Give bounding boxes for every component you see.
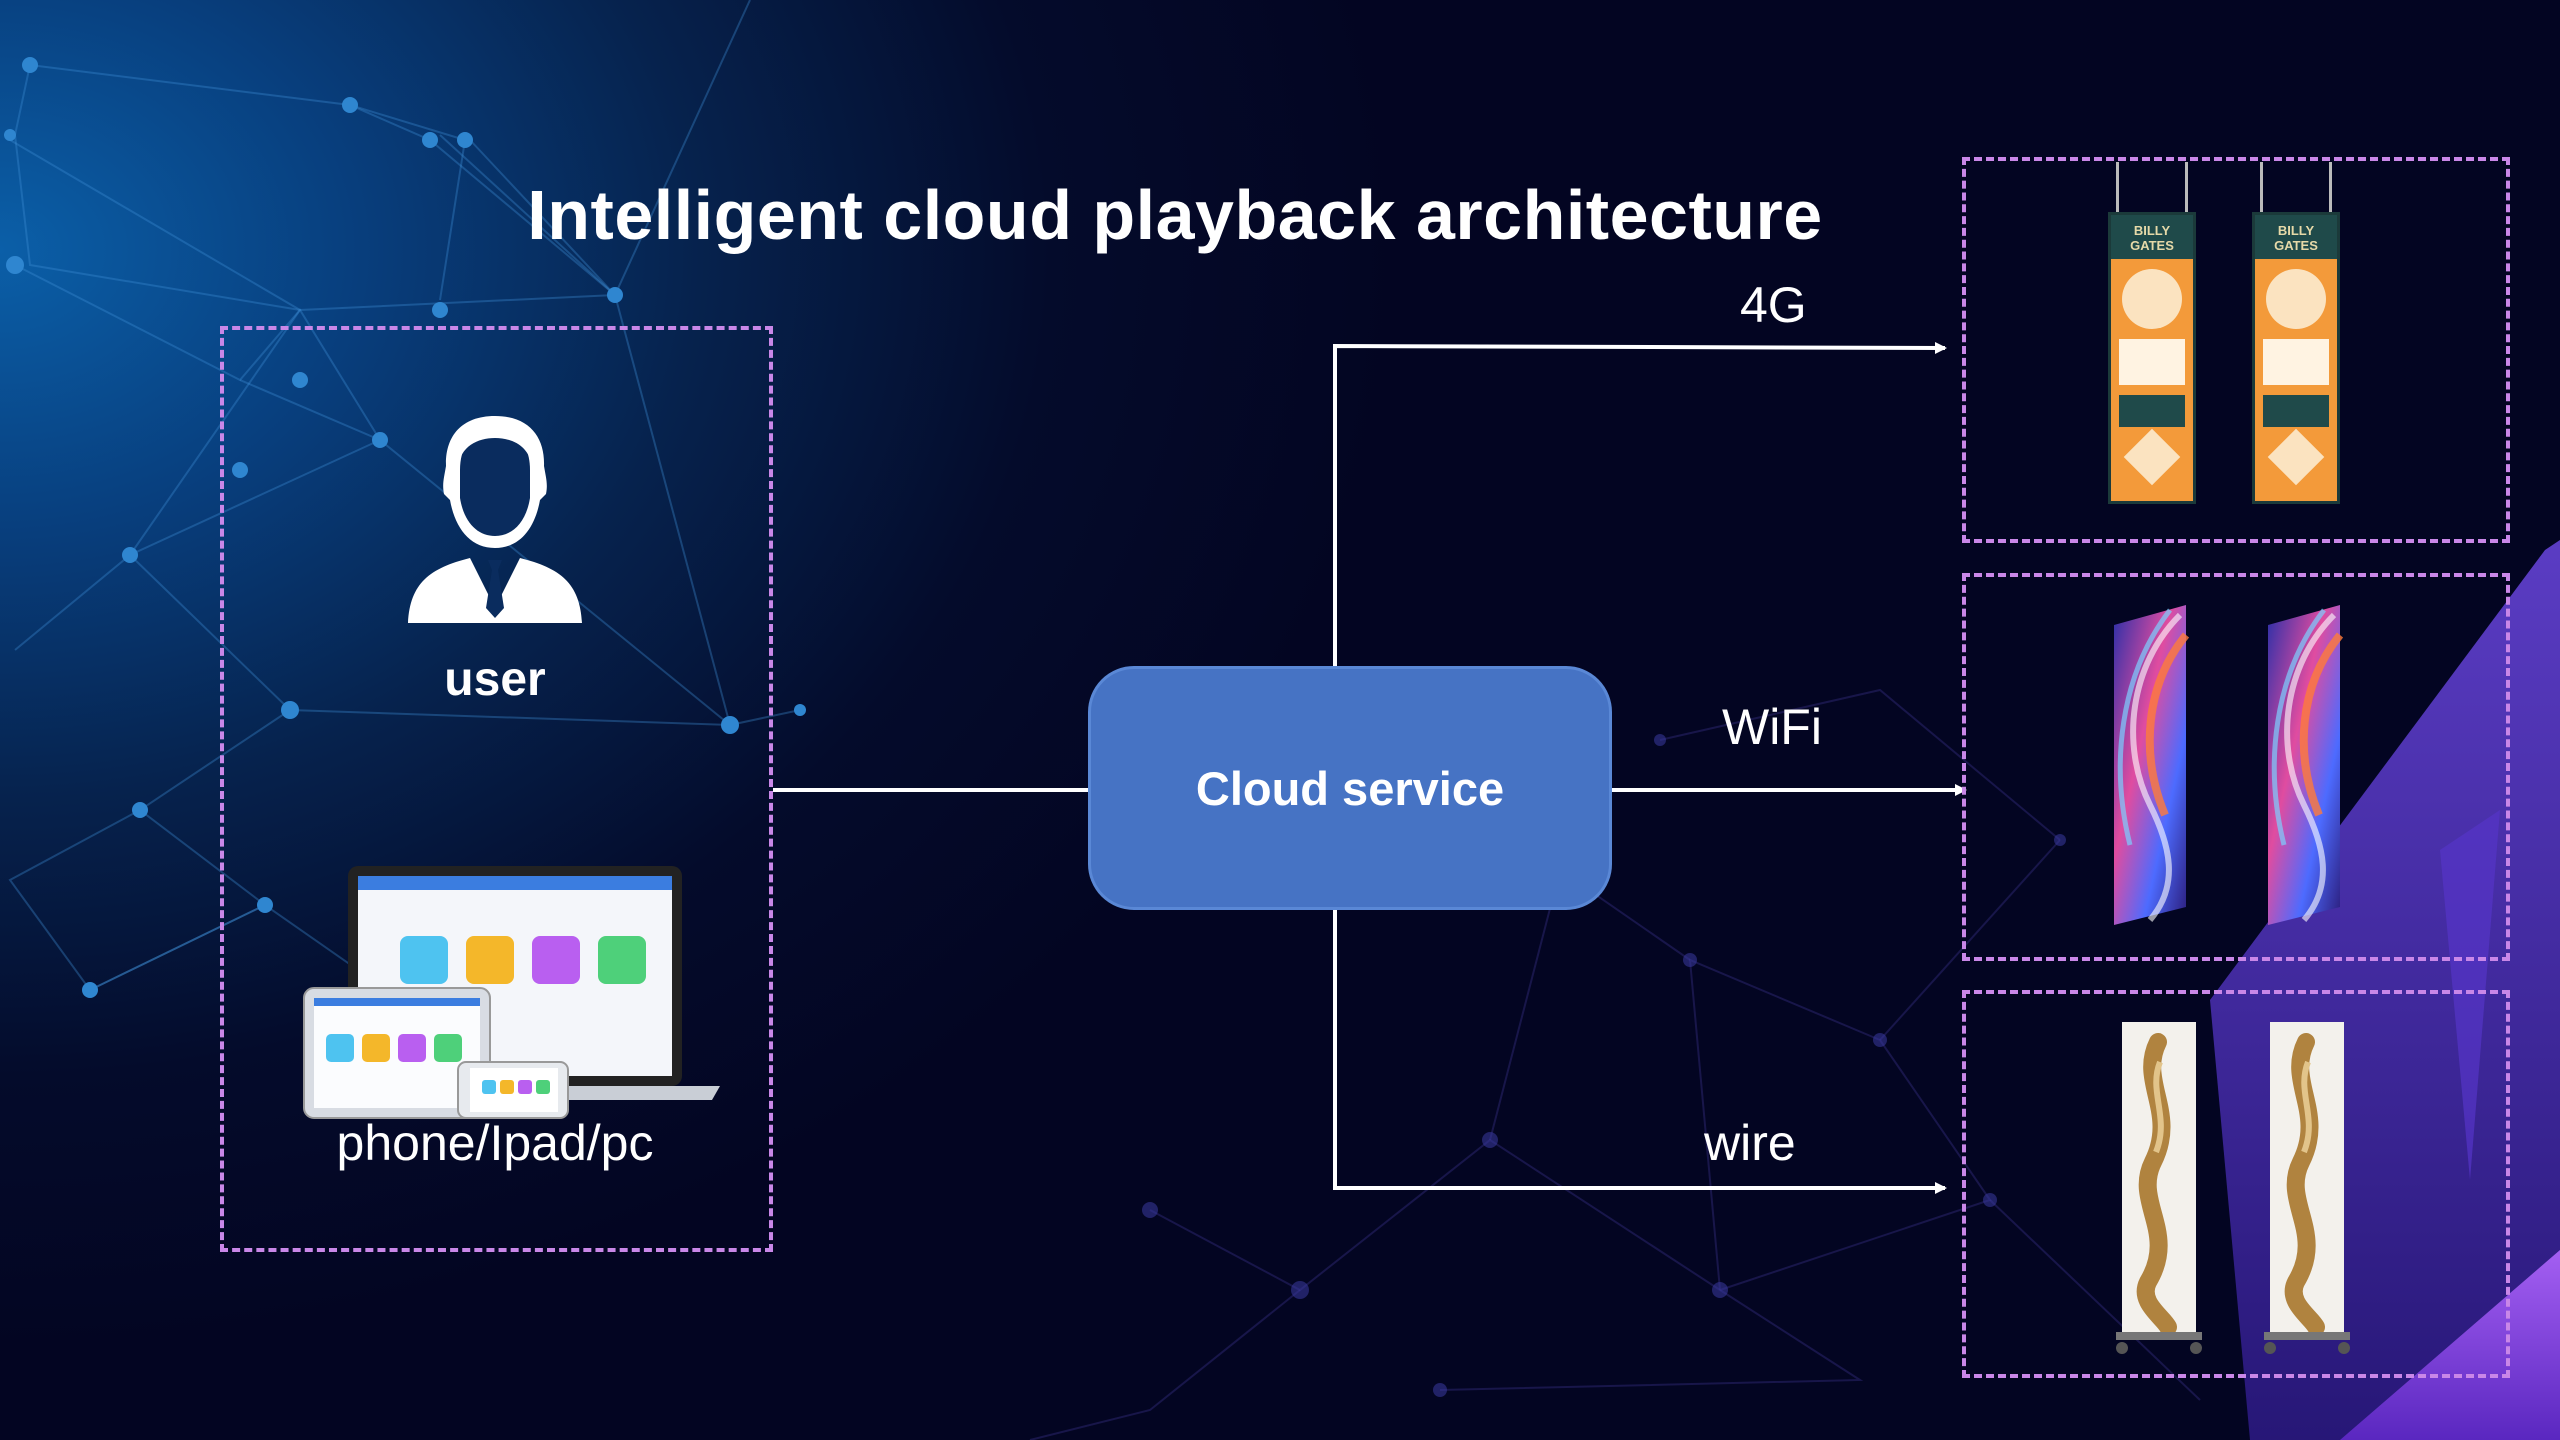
display-group-4g bbox=[1962, 157, 2510, 543]
hanging-poster-screen-1: BILLY GATES bbox=[2108, 162, 2196, 504]
laptop-tablet-phone-icon bbox=[303, 866, 720, 1119]
connection-label-wire: wire bbox=[1704, 1115, 1796, 1171]
display-group-wifi bbox=[1962, 573, 2510, 961]
swirl-display-screen-1 bbox=[2114, 605, 2190, 925]
swirl-display-screen-2 bbox=[2268, 605, 2344, 925]
page-title: Intelligent cloud playback architecture bbox=[527, 176, 1823, 254]
hanging-poster-screen-2: BILLY GATES bbox=[2252, 162, 2340, 504]
user-label: user bbox=[444, 653, 546, 706]
standing-display-screen-2 bbox=[2264, 1022, 2350, 1354]
cloud-service-node: Cloud service bbox=[1088, 666, 1612, 910]
connection-label-4g: 4G bbox=[1740, 277, 1807, 333]
user-icon bbox=[408, 416, 582, 623]
display-group-wire bbox=[1962, 990, 2510, 1378]
poster-heading: BILLY GATES bbox=[2255, 215, 2337, 259]
connection-label-wifi: WiFi bbox=[1722, 699, 1822, 755]
standing-display-screen-1 bbox=[2116, 1022, 2202, 1354]
poster-heading: BILLY GATES bbox=[2111, 215, 2193, 259]
devices-label: phone/Ipad/pc bbox=[336, 1115, 654, 1171]
user-panel bbox=[220, 326, 773, 1252]
